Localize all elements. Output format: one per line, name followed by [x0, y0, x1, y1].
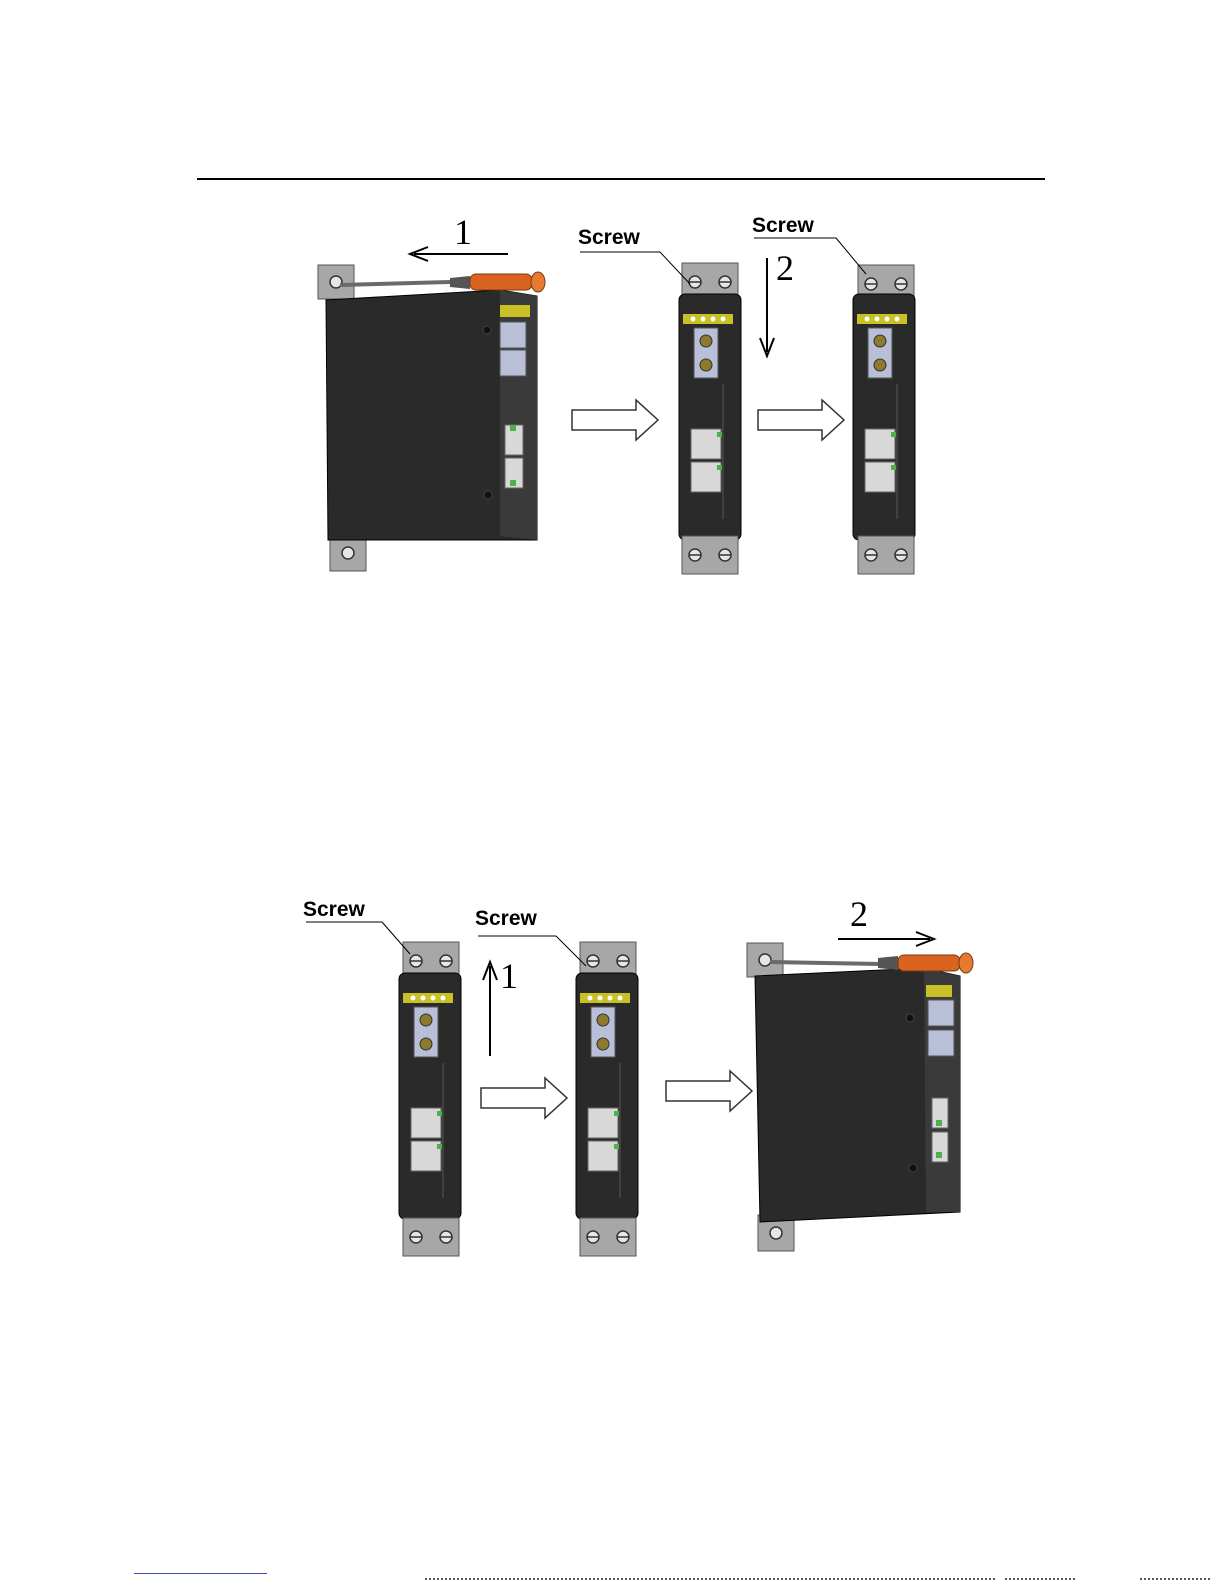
footer-dotted-rule — [425, 1578, 995, 1582]
step-2-number: 2 — [850, 894, 868, 934]
step-2-number: 2 — [776, 248, 794, 288]
screw-label: Screw — [752, 214, 815, 237]
footer-dotted-rule — [1140, 1578, 1210, 1582]
step-1-number: 1 — [454, 212, 472, 252]
screw-label: Screw — [578, 226, 641, 249]
next-arrow-icon — [758, 400, 844, 440]
footer-link-underline — [134, 1573, 267, 1574]
next-arrow-icon — [666, 1071, 752, 1111]
device-front-view-4 — [576, 942, 638, 1256]
device-front-view-3 — [399, 942, 461, 1256]
screw-label: Screw — [475, 907, 538, 930]
device-front-view-1 — [679, 263, 741, 574]
device-front-view-2 — [853, 265, 915, 574]
step-1-arrow — [483, 962, 497, 1056]
next-arrow-icon — [481, 1078, 567, 1118]
screw-label: Screw — [303, 898, 366, 921]
next-arrow-icon — [572, 400, 658, 440]
step-1-number: 1 — [500, 956, 518, 996]
screwdriver-icon — [340, 272, 545, 292]
device-side-view-1 — [318, 265, 537, 571]
footer-dotted-rule — [1005, 1578, 1075, 1582]
step-2-arrow — [838, 932, 934, 946]
step-2-arrow — [760, 258, 774, 356]
device-side-view-2 — [747, 943, 960, 1251]
